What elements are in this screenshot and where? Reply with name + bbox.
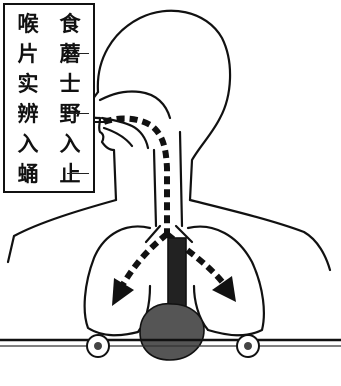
- label-char: 实: [18, 69, 39, 99]
- right-organ-dot: [244, 342, 252, 350]
- left-organ-dot: [94, 342, 102, 350]
- label-char: 野: [60, 99, 81, 129]
- label-column-right: 食 蘑 士 野 入 止: [55, 9, 85, 189]
- label-char: 蛹: [18, 159, 39, 189]
- nasal-cavity: [100, 91, 170, 118]
- label-column-left: 喉 片 实 辨 入 蛹: [13, 9, 43, 189]
- trachea-right-wall: [180, 132, 182, 226]
- label-char: 辨: [18, 99, 39, 129]
- label-char: 喉: [18, 9, 39, 39]
- trachea-left-wall: [154, 150, 156, 226]
- label-char: 止: [60, 159, 81, 189]
- label-char: 片: [18, 39, 39, 69]
- label-char: 蘑: [60, 39, 81, 69]
- airflow-arrow-left: [122, 234, 167, 286]
- label-tick: [67, 173, 89, 174]
- label-char: 入: [18, 129, 39, 159]
- label-char: 食: [60, 9, 81, 39]
- left-shoulder: [8, 200, 116, 262]
- heart: [140, 304, 204, 360]
- label-char: 士: [60, 69, 81, 99]
- label-char: 入: [60, 129, 81, 159]
- tongue: [104, 128, 132, 146]
- label-box: 喉 片 实 辨 入 蛹 食 蘑 士 野 入 止: [3, 3, 95, 193]
- label-tick: [67, 113, 89, 114]
- label-tick: [67, 53, 89, 54]
- airflow-arrow-path: [104, 119, 167, 234]
- right-shoulder: [190, 200, 330, 270]
